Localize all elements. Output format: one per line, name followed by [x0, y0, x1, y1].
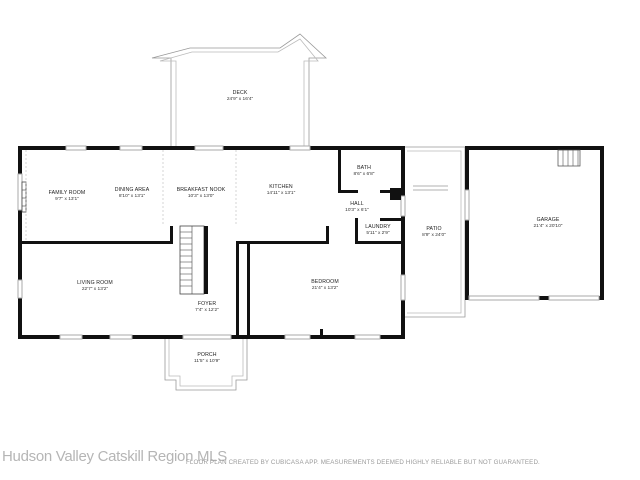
room-dimensions: 5'11" x 2'9" — [366, 230, 390, 236]
watermark: Hudson Valley Catskill Region MLS FLOOR … — [0, 448, 640, 472]
room-label-garage: GARAGE 21'4" x 20'10" — [534, 217, 563, 229]
room-label-hall: HALL 10'3" x 6'1" — [345, 201, 369, 213]
room-dimensions: 14'11" x 13'1" — [267, 190, 296, 196]
house-walls — [17, 145, 406, 340]
room-dimensions: 11'5" x 10'9" — [194, 358, 220, 364]
room-dimensions: 8'9" x 24'0" — [422, 232, 446, 238]
room-dimensions: 10'3" x 13'0" — [188, 193, 215, 199]
room-label-porch: PORCH 11'5" x 10'9" — [194, 352, 220, 364]
garage-walls — [464, 146, 604, 301]
patio-outline — [403, 146, 466, 318]
stairs — [179, 225, 208, 295]
room-name: LIVING ROOM — [77, 280, 113, 286]
room-label-living: LIVING ROOM 22'7" x 13'2" — [77, 280, 113, 292]
room-label-family: FAMILY ROOM 9'7" x 13'1" — [49, 190, 86, 202]
room-label-patio: PATIO 8'9" x 24'0" — [422, 226, 446, 238]
mls-watermark-logo: Hudson Valley Catskill Region MLS — [2, 448, 227, 465]
deck-outline — [151, 33, 328, 147]
room-label-bath: BATH 8'6" x 6'8" — [354, 165, 375, 177]
room-label-kitchen: KITCHEN 14'11" x 13'1" — [267, 184, 296, 196]
room-name: FOYER — [198, 301, 217, 307]
room-label-foyer: FOYER 7'4" x 12'2" — [195, 301, 219, 313]
room-name: BATH — [357, 165, 371, 171]
room-dimensions: 9'7" x 13'1" — [55, 196, 79, 202]
room-name: GARAGE — [537, 217, 560, 223]
room-dimensions: 10'3" x 6'1" — [345, 207, 369, 213]
room-dimensions: 21'4" x 13'2" — [312, 285, 339, 291]
room-label-laundry: LAUNDRY 5'11" x 2'9" — [365, 224, 391, 236]
room-name: PATIO — [426, 226, 441, 232]
room-name: PORCH — [197, 352, 216, 358]
room-label-bedroom: BEDROOM 21'4" x 13'2" — [311, 279, 339, 291]
room-name: DINING AREA — [115, 187, 150, 193]
room-dimensions: 7'4" x 12'2" — [195, 307, 219, 313]
room-name: BEDROOM — [311, 279, 339, 285]
room-dimensions: 24'9" x 16'4" — [227, 96, 254, 102]
room-name: LAUNDRY — [365, 224, 391, 230]
room-dimensions: 22'7" x 13'2" — [82, 286, 109, 292]
room-dimensions: 21'4" x 20'10" — [534, 223, 563, 229]
room-name: KITCHEN — [269, 184, 293, 190]
room-name: BREAKFAST NOOK — [177, 187, 226, 193]
porch-outline — [164, 337, 248, 391]
floorplan-disclaimer: FLOOR PLAN CREATED BY CUBICASA APP. MEAS… — [186, 459, 540, 466]
room-name: FAMILY ROOM — [49, 190, 86, 196]
room-dimensions: 8'10" x 13'1" — [119, 193, 146, 199]
room-label-deck: DECK 24'9" x 16'4" — [227, 90, 254, 102]
room-dimensions: 8'6" x 6'8" — [354, 171, 375, 177]
room-name: DECK — [233, 90, 248, 96]
room-label-dining: DINING AREA 8'10" x 13'1" — [115, 187, 150, 199]
room-label-breakfast: BREAKFAST NOOK 10'3" x 13'0" — [177, 187, 226, 199]
room-name: HALL — [350, 201, 363, 207]
